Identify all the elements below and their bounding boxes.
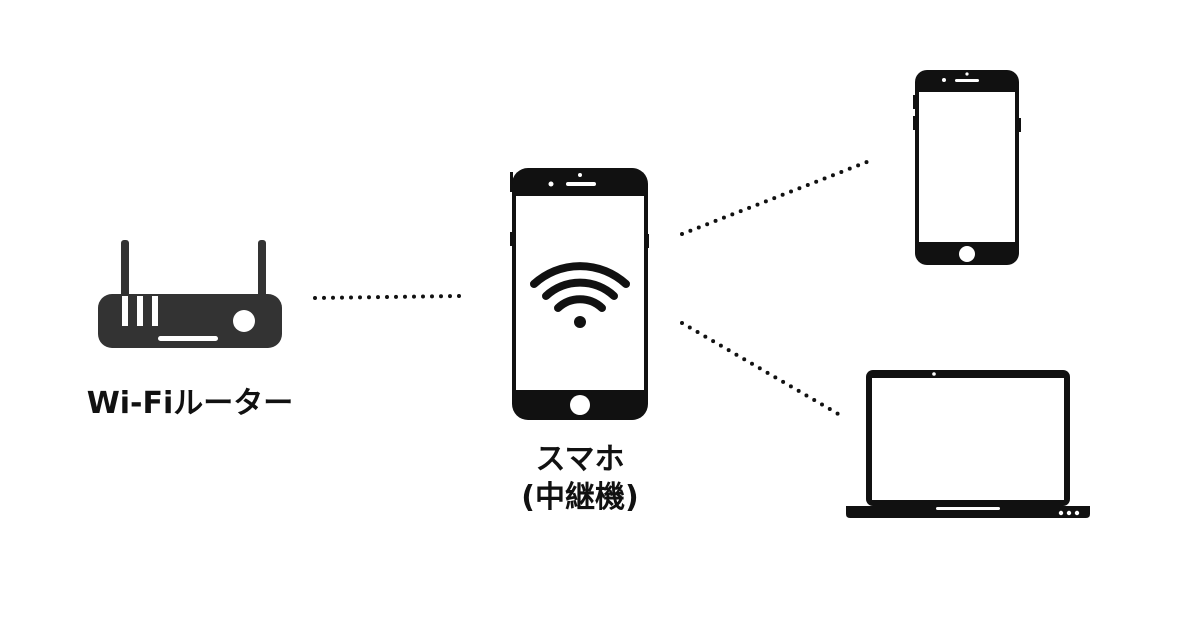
smartphone-icon [913,70,1021,265]
wifi-dot [574,316,586,328]
laptop-icon [846,370,1090,518]
router-label: Wi-Fiルーター [86,386,294,421]
connection-relay-to-laptop [680,321,842,417]
relay-phone-label: スマホ (中継機) [480,441,680,517]
smartphone-icon [510,168,649,420]
router-icon [98,240,282,348]
wifi-icon [530,262,630,312]
connection-router-to-relay [313,294,464,300]
relay-phone-label-line2: (中継機) [521,480,639,515]
relay-phone-label-line1: スマホ [535,442,625,477]
connection-relay-to-phone [680,158,874,236]
